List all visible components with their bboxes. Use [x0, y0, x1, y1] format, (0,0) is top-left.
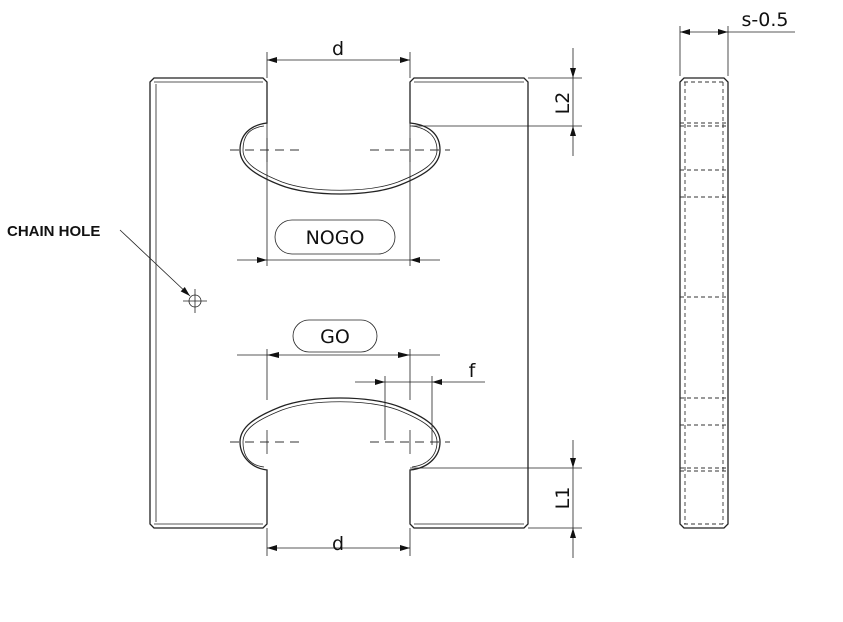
dim-thickness: s-0.5 [742, 9, 789, 31]
dim-L2: L2 [552, 92, 574, 115]
side-view [679, 77, 729, 529]
nogo-label: NOGO [306, 227, 365, 249]
go-label-box [292, 319, 378, 353]
chain-hole-label: CHAIN HOLE [7, 223, 100, 240]
dim-d-top: d [332, 38, 344, 60]
dim-L1: L1 [552, 487, 574, 510]
dim-d-bottom: d [332, 533, 344, 555]
nogo-label-box [274, 219, 396, 255]
go-label: GO [320, 326, 350, 348]
plate-outline [149, 77, 529, 529]
dim-f: f [469, 360, 477, 382]
